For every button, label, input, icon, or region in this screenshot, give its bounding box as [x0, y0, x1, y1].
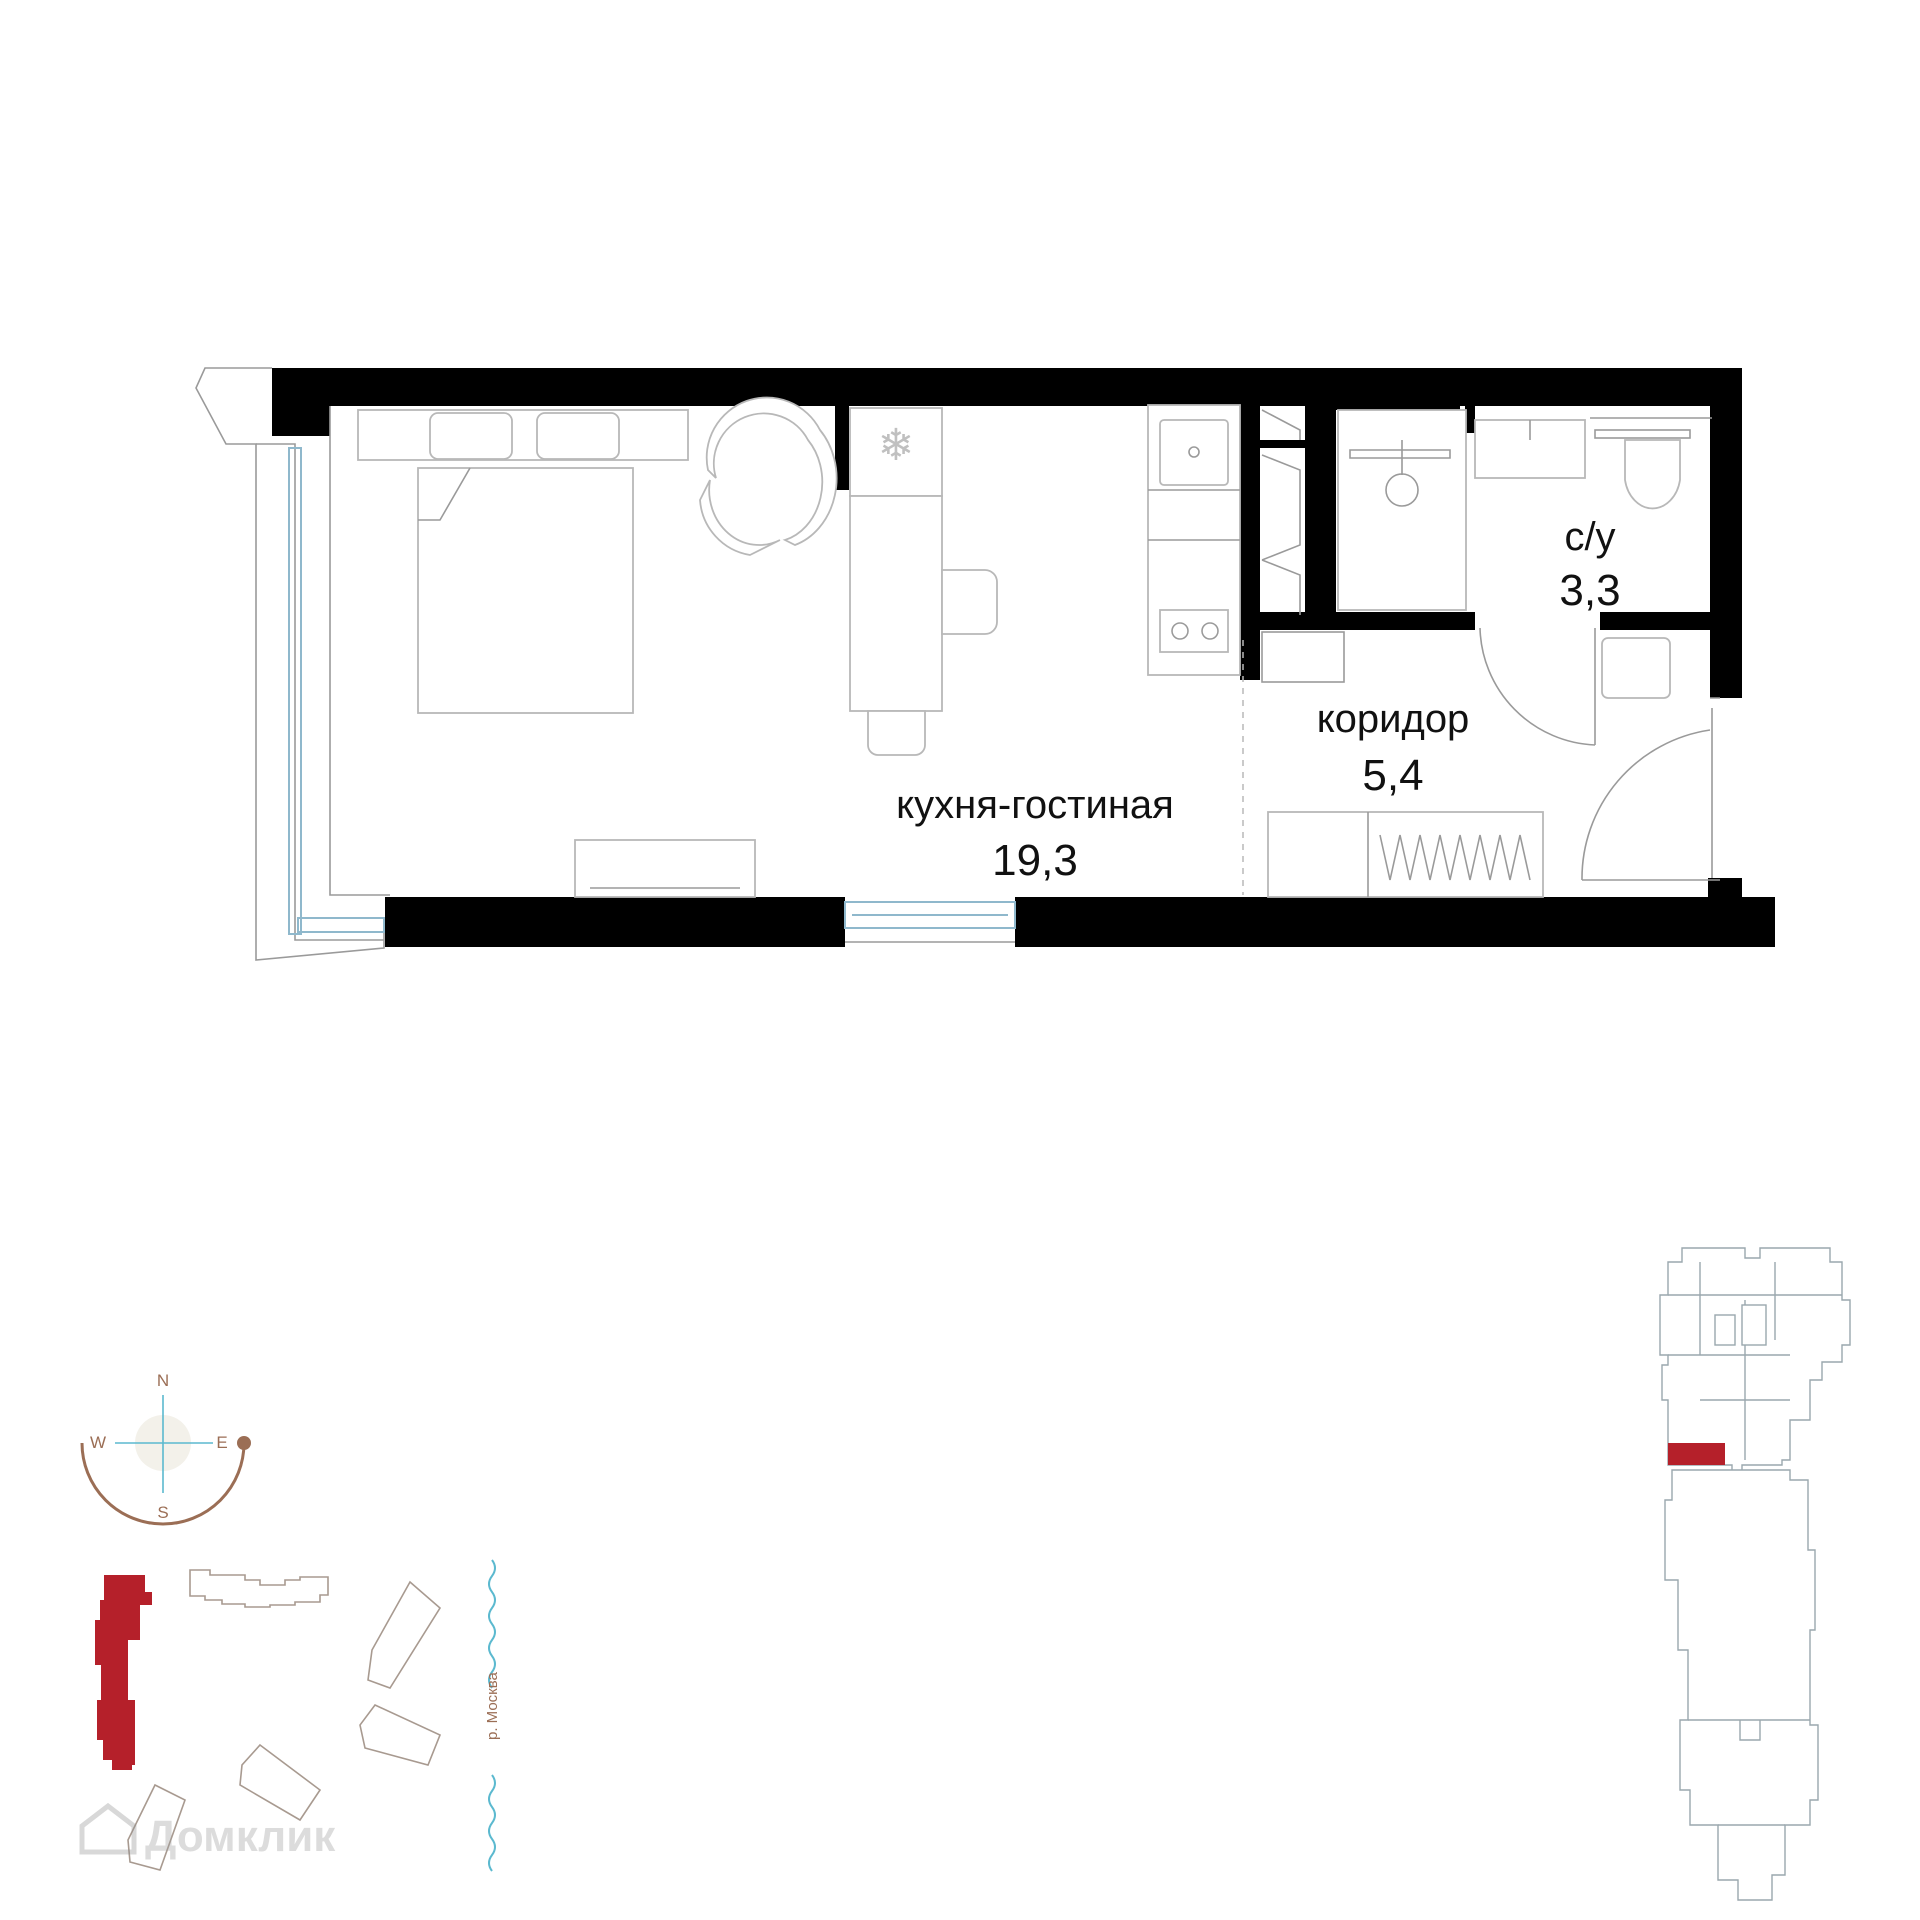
- bottom-window: [844, 901, 1016, 943]
- shower: [1337, 409, 1467, 611]
- bathroom-door: [1479, 627, 1596, 746]
- snowflake-icon: ❄: [878, 421, 915, 470]
- washing-machine: [1601, 637, 1671, 699]
- bathroom-name: с/у: [1564, 515, 1615, 559]
- watermark: Домклик: [79, 1802, 336, 1861]
- storage-shelves: [1261, 409, 1301, 615]
- balcony-window-bottom: [297, 917, 385, 933]
- bathroom-fixtures: [1474, 417, 1712, 699]
- watermark-text: Домклик: [145, 1812, 336, 1861]
- building-east: [359, 1704, 442, 1766]
- exterior-walls: [272, 368, 1775, 947]
- toilet: [1624, 439, 1681, 510]
- compass-sun-dot: [237, 1436, 251, 1450]
- wall-top-left-corner: [272, 368, 330, 436]
- pillow-right: [536, 412, 620, 460]
- compass: N S E W: [80, 1371, 251, 1526]
- kitchen-counter: [1147, 404, 1241, 676]
- armchair: [699, 396, 838, 556]
- entrance-door: [1581, 729, 1711, 881]
- building-southwest: [127, 1783, 186, 1871]
- compass-north: N: [157, 1371, 169, 1390]
- river-icon: [488, 1559, 496, 1872]
- living-room-name: кухня-гостиная: [896, 783, 1174, 827]
- partition-kitchen: [835, 400, 849, 490]
- partition-bath-bottom: [1600, 612, 1715, 630]
- corridor-name: коридор: [1317, 697, 1470, 741]
- tv-stand: [574, 839, 756, 898]
- corridor-area: 5,4: [1362, 751, 1423, 800]
- building-south: [239, 1743, 322, 1822]
- partition-shower-left: [1320, 398, 1336, 620]
- balcony: [195, 367, 385, 961]
- dining-table: [849, 495, 998, 756]
- fridge: ❄: [849, 407, 943, 497]
- building-northeast: [367, 1580, 442, 1689]
- partition-storage-left: [1240, 398, 1260, 680]
- apartment-plan: ❄: [195, 367, 1775, 961]
- house-icon: [79, 1802, 137, 1855]
- chair-bottom: [867, 710, 926, 756]
- wardrobe: [1267, 811, 1544, 898]
- highlighted-building: [95, 1575, 152, 1770]
- living-room-area: 19,3: [992, 836, 1078, 885]
- wall-bottom-left: [385, 897, 845, 947]
- compass-west: W: [90, 1433, 106, 1452]
- site-plan: р. Москва: [95, 1559, 501, 1872]
- wall-bottom-right: [1015, 897, 1775, 947]
- bed: [357, 409, 689, 714]
- floor-key-plan: [1659, 1247, 1851, 1901]
- interior-walls: [835, 398, 1715, 680]
- wall-right-stub: [1708, 878, 1742, 902]
- bathroom-area: 3,3: [1559, 566, 1620, 615]
- kitchen-sink: [1159, 419, 1229, 486]
- wall-top: [272, 368, 1742, 406]
- highlighted-apartment: [1668, 1443, 1725, 1465]
- compass-east: E: [216, 1433, 227, 1452]
- compass-south: S: [157, 1503, 168, 1522]
- chair-right: [941, 569, 998, 635]
- pillow-left: [429, 412, 513, 460]
- balcony-window: [288, 447, 302, 935]
- river-label: р. Москва: [484, 1671, 501, 1740]
- partition-corridor-top: [1240, 612, 1475, 630]
- building-long: [189, 1569, 329, 1608]
- wall-right: [1710, 368, 1742, 698]
